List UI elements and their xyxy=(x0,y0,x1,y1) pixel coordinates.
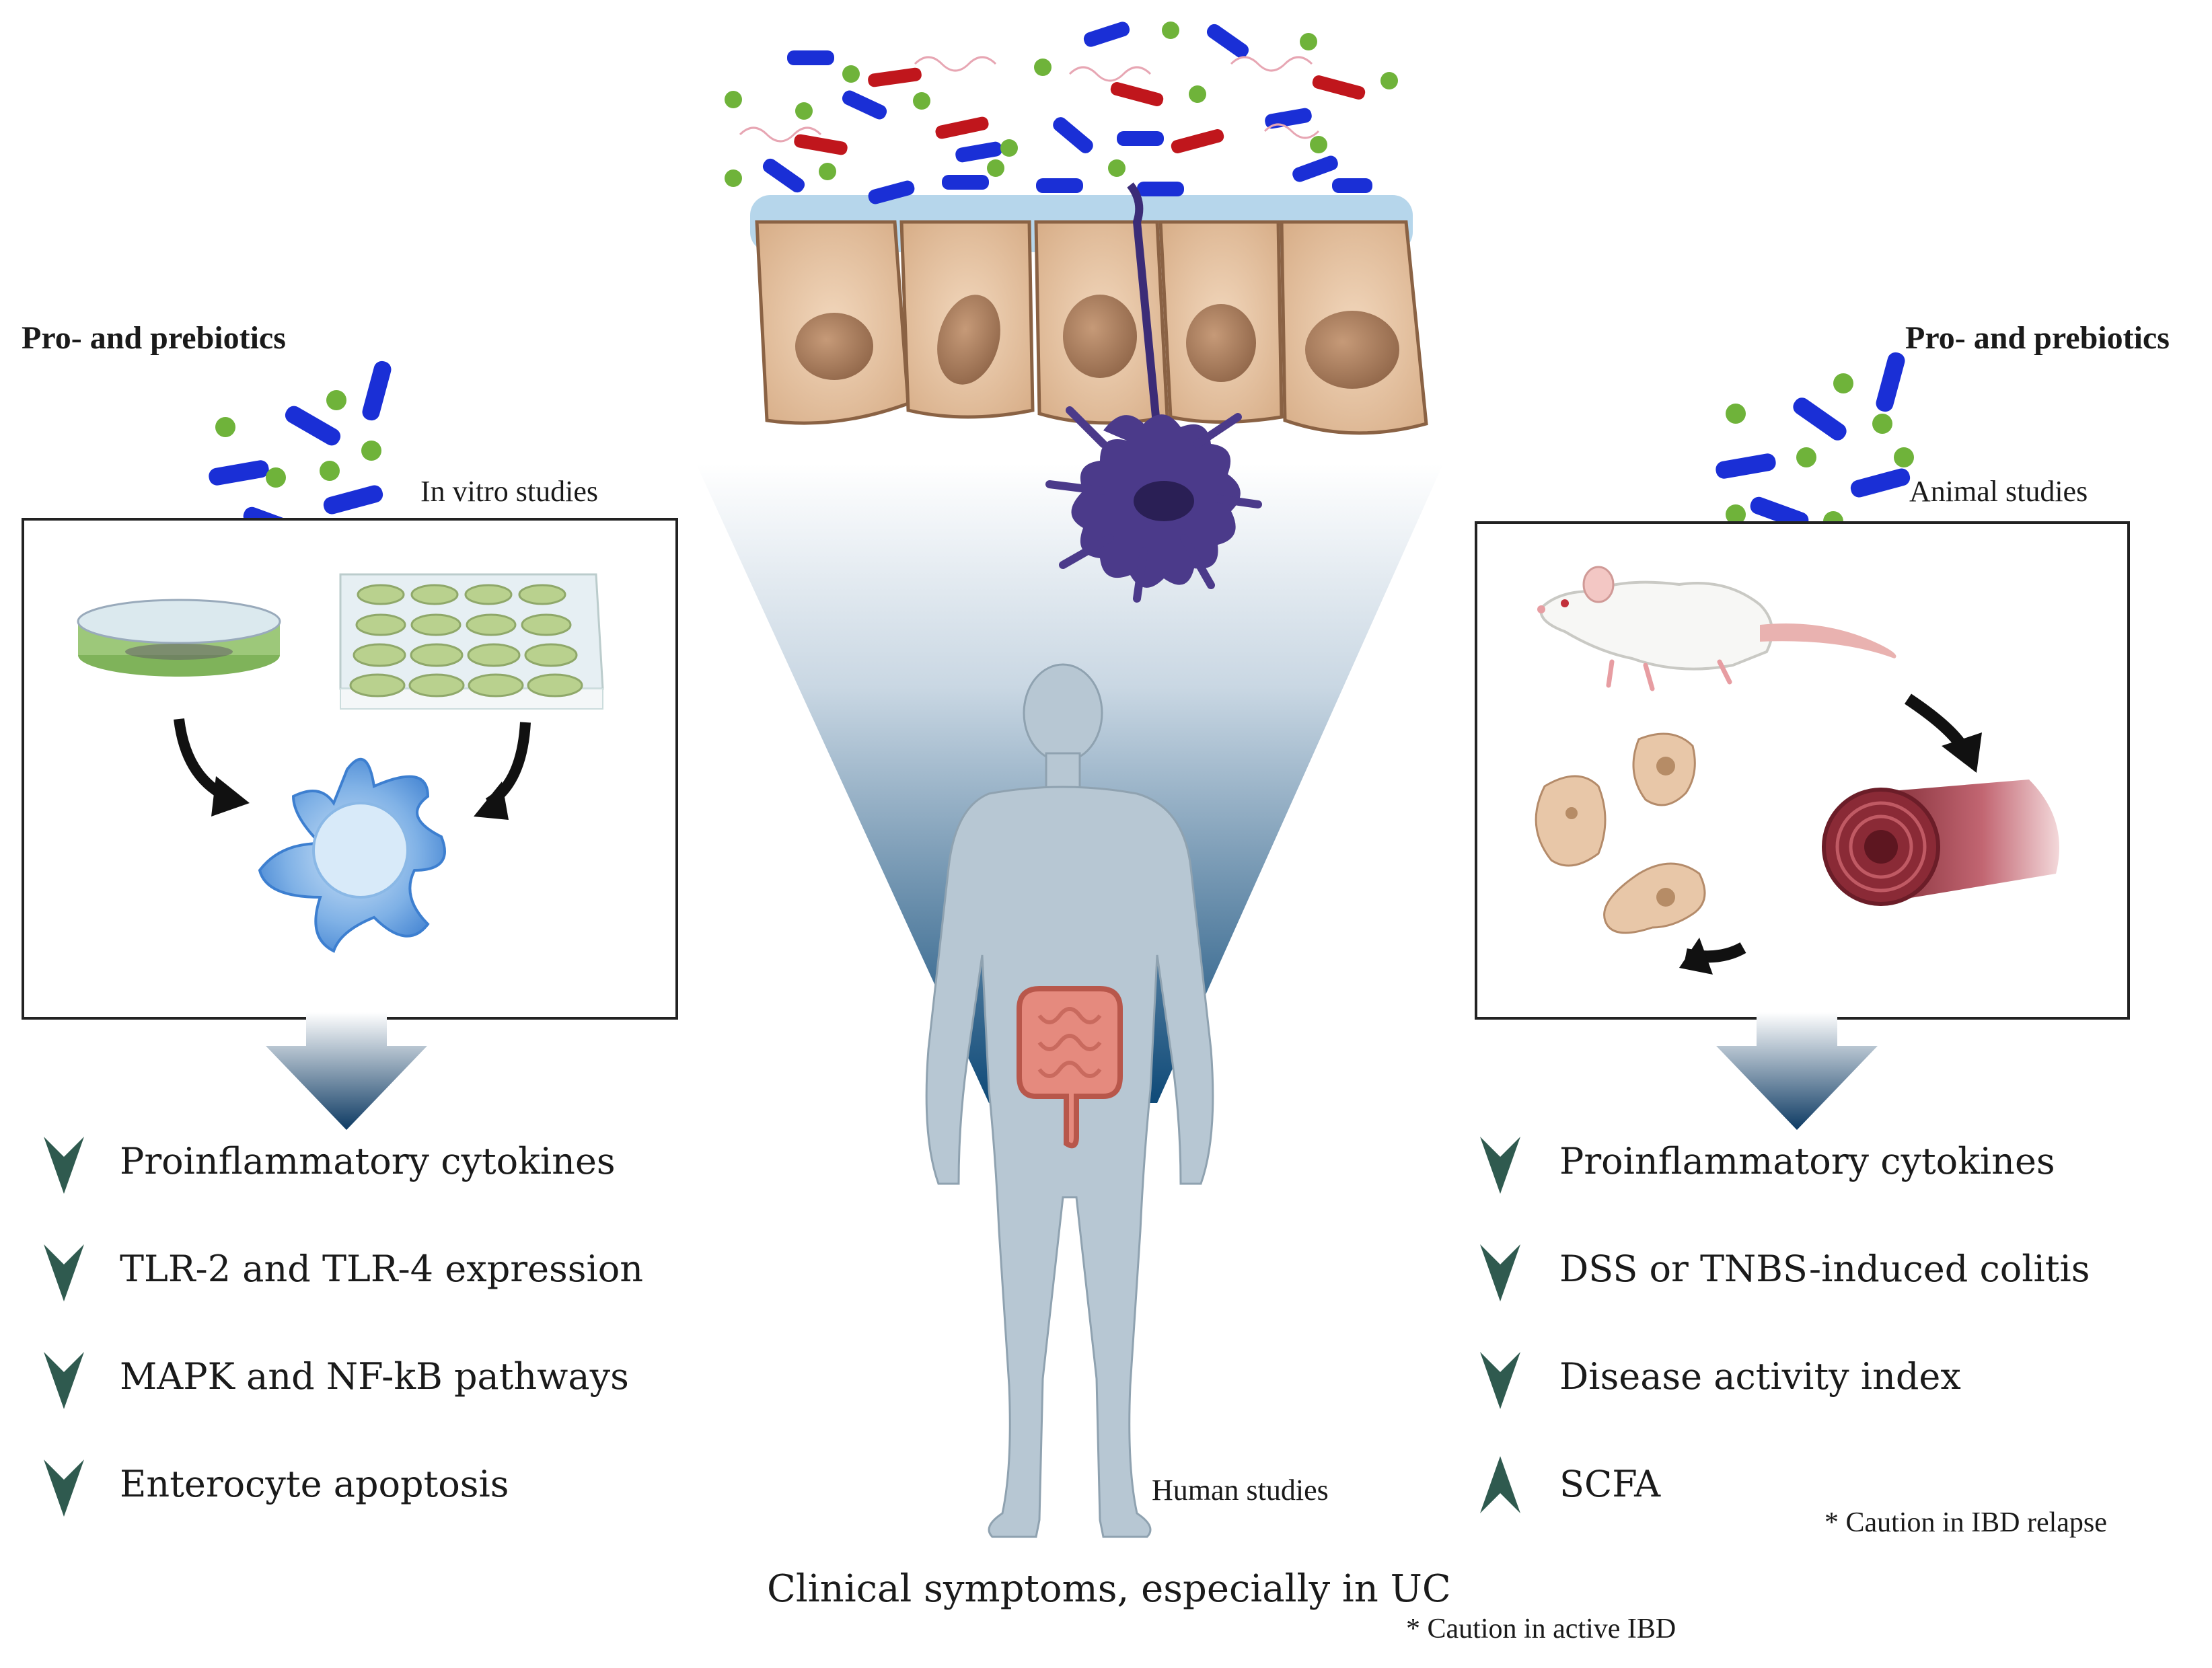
center-outcome: Clinical symptoms, especially in UC xyxy=(767,1567,1451,1611)
chevron-down-icon xyxy=(44,1352,84,1409)
outcome-text: Proinflammatory cytokines xyxy=(1559,1140,2055,1182)
prebiotic-dot-icon xyxy=(725,22,1398,187)
in-vitro-illustration xyxy=(77,573,604,953)
outcome-row: Enterocyte apoptosis xyxy=(27,1453,632,1520)
animal-illustration xyxy=(1535,566,2059,975)
center-note: * Caution in active IBD xyxy=(1406,1614,1676,1644)
colon-tube-icon xyxy=(1822,780,2059,906)
petri-dish-icon xyxy=(77,599,281,677)
dendritic-cell-icon xyxy=(1045,182,1262,603)
probiotic-rod-red xyxy=(794,67,1366,155)
left-heading: Pro- and prebiotics xyxy=(22,320,286,356)
chevron-down-icon xyxy=(1480,1244,1520,1301)
right-study-label: Animal studies xyxy=(1909,475,2088,508)
chevron-down-icon xyxy=(44,1244,84,1301)
center-study-label: Human studies xyxy=(1152,1474,1329,1507)
epithelium-icon xyxy=(750,195,1428,435)
right-result-arrow xyxy=(1716,1012,1878,1130)
human-silhouette-icon xyxy=(925,663,1214,1538)
right-heading: Pro- and prebiotics xyxy=(1905,320,2170,356)
outcome-text: MAPK and NF-kB pathways xyxy=(120,1355,629,1398)
rat-icon xyxy=(1537,566,1896,691)
outcome-text: DSS or TNBS-induced colitis xyxy=(1559,1248,2090,1290)
outcome-row: Disease activity index xyxy=(1467,1345,2072,1412)
chevron-down-icon xyxy=(1480,1352,1520,1409)
outcome-text: TLR-2 and TLR-4 expression xyxy=(120,1248,644,1290)
outcome-row: DSS or TNBS-induced colitis xyxy=(1467,1238,2090,1305)
probiotic-rod-icon xyxy=(762,22,1372,204)
outcome-text: Enterocyte apoptosis xyxy=(120,1463,509,1505)
outcome-row: Proinflammatory cytokines xyxy=(27,1130,632,1197)
left-study-label: In vitro studies xyxy=(420,475,598,508)
outcome-text: Proinflammatory cytokines xyxy=(120,1140,616,1182)
intestine-icon xyxy=(1017,986,1123,1149)
right-note: * Caution in IBD relapse xyxy=(1824,1507,2107,1538)
outcome-text: Disease activity index xyxy=(1559,1355,1961,1398)
outcome-row: SCFA xyxy=(1467,1453,2072,1520)
microbiota-cluster xyxy=(725,22,1398,204)
organoid-icon xyxy=(258,757,446,953)
left-result-arrow xyxy=(266,1012,427,1130)
outcome-text: SCFA xyxy=(1559,1463,1661,1505)
right-microbes xyxy=(1716,352,1914,531)
outcome-row: TLR-2 and TLR-4 expression xyxy=(27,1238,643,1305)
chevron-up-icon xyxy=(1480,1456,1520,1513)
chevron-down-icon xyxy=(1480,1137,1520,1194)
chevron-down-icon xyxy=(44,1137,84,1194)
outcome-row: MAPK and NF-kB pathways xyxy=(27,1345,632,1412)
chevron-down-icon xyxy=(44,1460,84,1517)
well-plate-icon xyxy=(339,573,604,710)
outcome-row: Proinflammatory cytokines xyxy=(1467,1130,2072,1197)
